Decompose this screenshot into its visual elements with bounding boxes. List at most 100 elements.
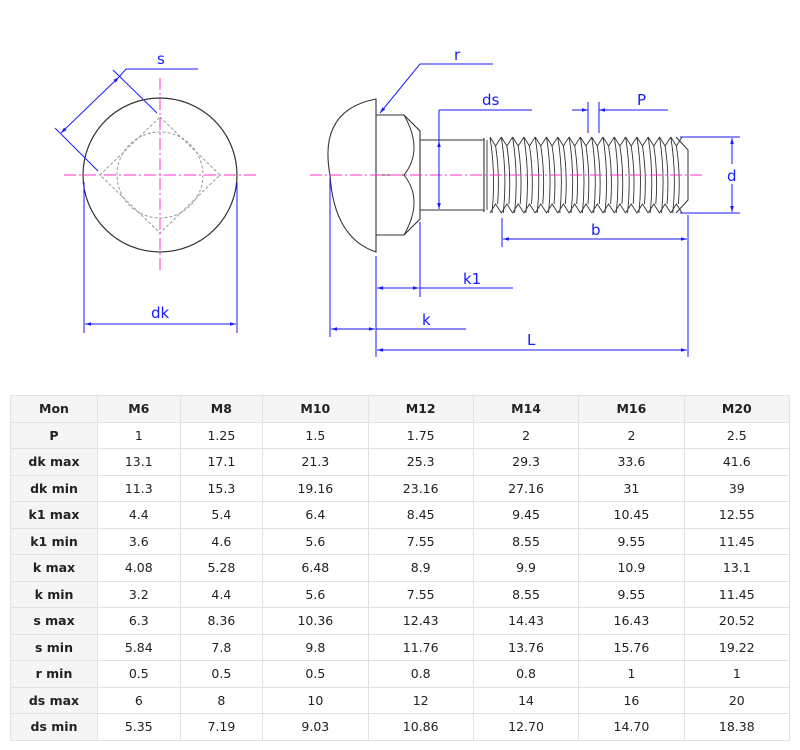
table-cell: 1 (578, 660, 685, 688)
table-cell: 8.9 (367, 554, 474, 582)
table-cell: 7.19 (179, 713, 264, 741)
table-cell: 20.52 (683, 607, 791, 635)
table-cell: 5.6 (262, 527, 369, 555)
table-cell: 33.6 (578, 448, 685, 476)
table-cell: 2 (472, 421, 580, 449)
table-cell: 5.6 (262, 580, 369, 608)
table-cell: 10.86 (367, 713, 474, 741)
table-cell: 5.28 (179, 554, 264, 582)
table-cell: 12.43 (367, 607, 474, 635)
table-cell: 5.84 (97, 633, 181, 661)
table-cell: 2 (578, 421, 685, 449)
table-cell: 39 (683, 474, 791, 502)
table-cell: 8.55 (472, 580, 580, 608)
shank (420, 138, 485, 212)
head-circle (82, 97, 238, 253)
s-label: s (157, 50, 165, 68)
column-header: M14 (472, 395, 580, 423)
column-header: Mon (10, 395, 98, 423)
table-cell: 25.3 (367, 448, 474, 476)
table-cell: 2.5 (683, 421, 791, 449)
table-cell: 41.6 (683, 448, 791, 476)
table-cell: 4.08 (97, 554, 181, 582)
table-cell: 31 (578, 474, 685, 502)
neck-hidden-circle (116, 131, 204, 219)
column-header: M12 (367, 395, 474, 423)
dk-label: dk (151, 304, 170, 322)
table-cell: 14.70 (578, 713, 685, 741)
top-view: s dk (54, 50, 256, 333)
table-cell: 13.1 (683, 554, 791, 582)
row-label: dk min (10, 474, 98, 502)
r-leader (379, 63, 493, 114)
column-header: M20 (683, 395, 791, 423)
row-label: k min (10, 580, 98, 608)
table-cell: 19.16 (262, 474, 369, 502)
column-header: M6 (97, 395, 181, 423)
d-label: d (727, 167, 737, 185)
table-cell: 8.36 (179, 607, 264, 635)
row-label: k max (10, 554, 98, 582)
table-cell: 9.8 (262, 633, 369, 661)
table-cell: 16.43 (578, 607, 685, 635)
table-cell: 1.5 (262, 421, 369, 449)
table-cell: 0.5 (97, 660, 181, 688)
row-label: P (10, 421, 98, 449)
table-cell: 12 (367, 686, 474, 714)
table-cell: 18.38 (683, 713, 791, 741)
table-cell: 5.4 (179, 501, 264, 529)
table-cell: 9.03 (262, 713, 369, 741)
table-cell: 9.9 (472, 554, 580, 582)
square-neck-hidden (99, 116, 221, 234)
b-label: b (591, 221, 601, 239)
row-label: dk max (10, 448, 98, 476)
table-cell: 21.3 (262, 448, 369, 476)
table-cell: 1.25 (179, 421, 264, 449)
table-cell: 14.43 (472, 607, 580, 635)
table-cell: 13.76 (472, 633, 580, 661)
table-cell: 4.4 (179, 580, 264, 608)
row-label: s max (10, 607, 98, 635)
table-cell: 12.70 (472, 713, 580, 741)
table-cell: 4.4 (97, 501, 181, 529)
table-cell: 8.55 (472, 527, 580, 555)
table-cell: 3.2 (97, 580, 181, 608)
table-cell: 12.55 (683, 501, 791, 529)
table-cell: 10.9 (578, 554, 685, 582)
ds-label: ds (482, 91, 500, 109)
table-cell: 15.3 (179, 474, 264, 502)
column-header: M10 (262, 395, 369, 423)
table-cell: 6 (97, 686, 181, 714)
table-cell: 11.45 (683, 580, 791, 608)
table-cell: 4.6 (179, 527, 264, 555)
table-cell: 6.3 (97, 607, 181, 635)
table-cell: 20 (683, 686, 791, 714)
table-cell: 1 (683, 660, 791, 688)
table-cell: 1 (97, 421, 181, 449)
table-cell: 23.16 (367, 474, 474, 502)
table-cell: 14 (472, 686, 580, 714)
table-cell: 15.76 (578, 633, 685, 661)
table-cell: 16 (578, 686, 685, 714)
table-cell: 8 (179, 686, 264, 714)
side-view: r ds P d b k1 k L (310, 46, 740, 357)
row-label: r min (10, 660, 98, 688)
table-cell: 19.22 (683, 633, 791, 661)
table-cell: 11.76 (367, 633, 474, 661)
table-cell: 13.1 (97, 448, 181, 476)
table-cell: 10.45 (578, 501, 685, 529)
row-label: ds min (10, 713, 98, 741)
row-label: k1 max (10, 501, 98, 529)
table-cell: 7.55 (367, 580, 474, 608)
table-cell: 9.55 (578, 580, 685, 608)
